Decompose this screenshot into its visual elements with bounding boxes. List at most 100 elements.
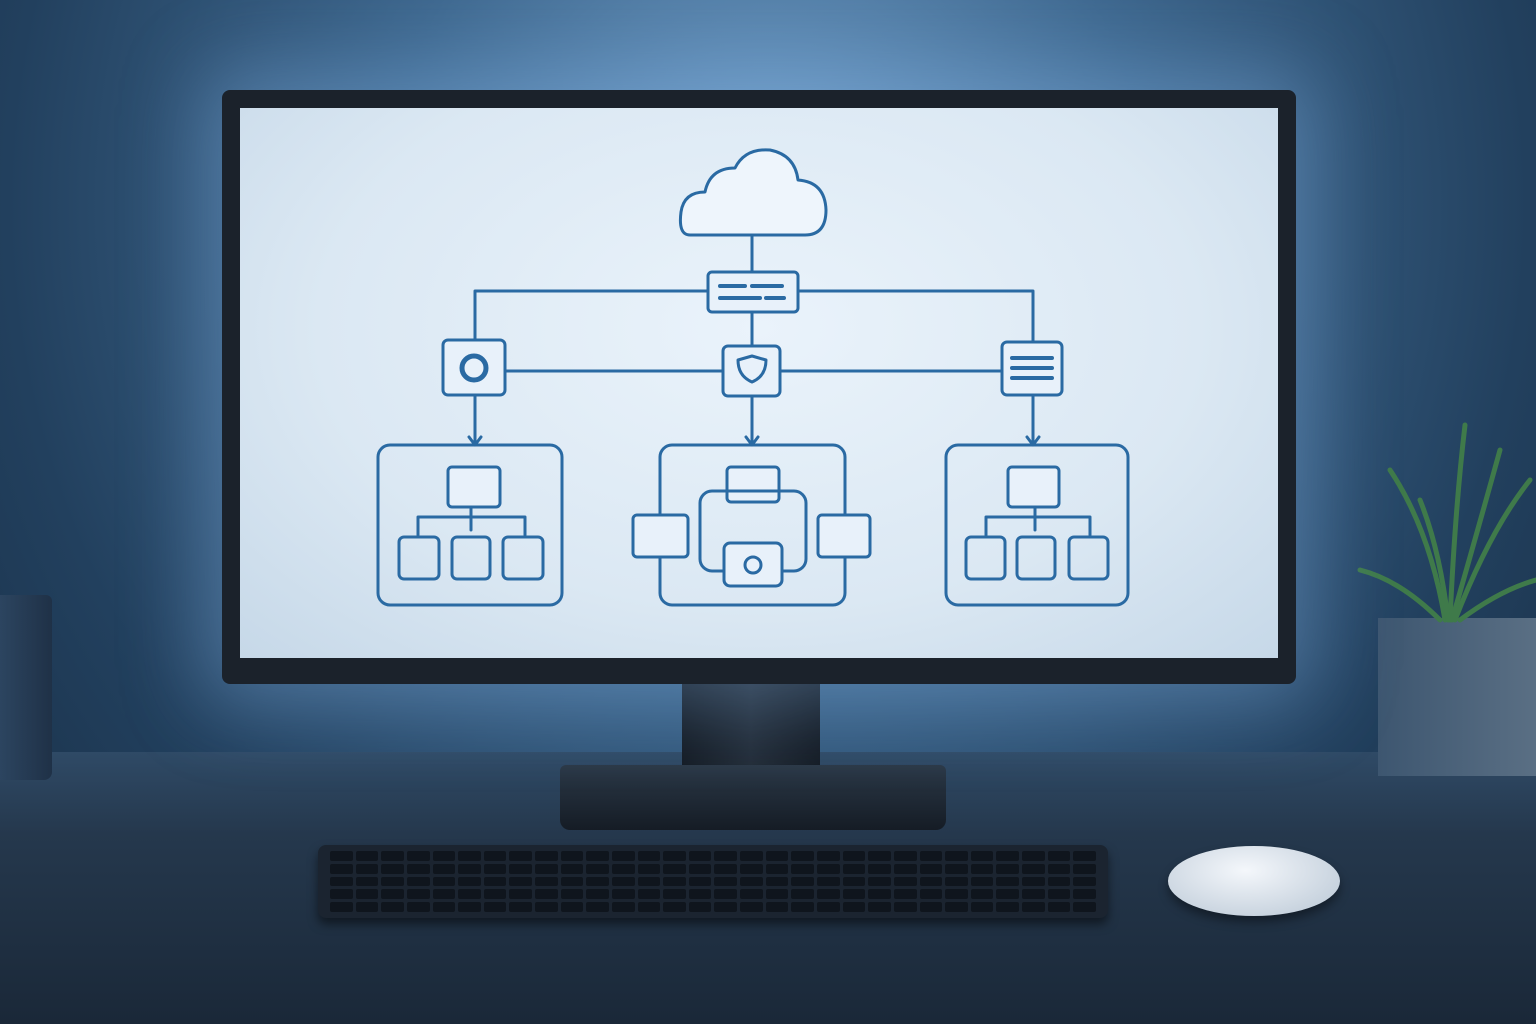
device-icon (446, 465, 502, 509)
monitor-screen (240, 108, 1278, 658)
key (893, 876, 917, 887)
key (483, 863, 507, 874)
key (611, 851, 635, 861)
key (791, 863, 815, 874)
key (637, 889, 661, 900)
key (817, 863, 840, 874)
key (1073, 863, 1096, 874)
key (509, 863, 533, 874)
router-icon (706, 270, 800, 314)
device-icon (816, 513, 872, 559)
key (611, 889, 635, 900)
key (714, 889, 738, 900)
key (1047, 851, 1071, 861)
key (355, 863, 379, 874)
key (714, 863, 738, 874)
key (432, 889, 456, 900)
key (611, 863, 635, 874)
device-icon (450, 535, 492, 581)
key (330, 889, 353, 900)
key (817, 851, 840, 861)
key (406, 863, 430, 874)
key (330, 851, 353, 861)
key (970, 902, 994, 912)
shield-icon (721, 344, 782, 398)
key (483, 851, 507, 861)
key (919, 863, 943, 874)
key (1073, 902, 1096, 912)
key (406, 851, 430, 861)
key (611, 902, 635, 912)
sync-icon (441, 338, 507, 397)
key (483, 902, 507, 912)
key (458, 876, 481, 887)
key (893, 902, 917, 912)
key (740, 863, 763, 874)
cup (0, 595, 52, 780)
key (945, 851, 968, 861)
key (381, 876, 404, 887)
key (919, 889, 943, 900)
key (458, 889, 481, 900)
key (842, 889, 866, 900)
key (893, 889, 917, 900)
key (355, 889, 379, 900)
key (560, 863, 584, 874)
key (535, 876, 558, 887)
key (432, 863, 456, 874)
key (868, 863, 891, 874)
key (1047, 863, 1071, 874)
key (1047, 889, 1071, 900)
network-diagram (376, 148, 1130, 607)
keyboard (318, 845, 1108, 918)
key (945, 902, 968, 912)
key (1047, 876, 1071, 887)
key (535, 851, 558, 861)
key (945, 889, 968, 900)
key (611, 876, 635, 887)
key (535, 902, 558, 912)
key (406, 902, 430, 912)
device-icon (1006, 465, 1061, 509)
key (791, 902, 815, 912)
key (791, 876, 815, 887)
key (381, 889, 404, 900)
key (432, 902, 456, 912)
key (919, 876, 943, 887)
key (663, 863, 686, 874)
key (996, 876, 1020, 887)
key (688, 889, 712, 900)
key (381, 863, 404, 874)
key (868, 876, 891, 887)
key (765, 902, 789, 912)
key (586, 902, 609, 912)
key (945, 876, 968, 887)
plant-leaves (1357, 422, 1536, 623)
key (868, 902, 891, 912)
key (483, 876, 507, 887)
key (970, 851, 994, 861)
key (740, 902, 763, 912)
key (970, 863, 994, 874)
key (765, 889, 789, 900)
device-icon (722, 541, 784, 588)
key (509, 902, 533, 912)
key (1047, 902, 1071, 912)
key (842, 876, 866, 887)
key (663, 902, 686, 912)
key (714, 902, 738, 912)
key (637, 863, 661, 874)
key (919, 851, 943, 861)
key (381, 902, 404, 912)
key (330, 863, 353, 874)
key (330, 876, 353, 887)
device-icon (1067, 535, 1110, 581)
key (586, 889, 609, 900)
key (637, 876, 661, 887)
key (1073, 851, 1096, 861)
key (868, 889, 891, 900)
key (893, 851, 917, 861)
key (714, 851, 738, 861)
key (740, 876, 763, 887)
key (688, 876, 712, 887)
